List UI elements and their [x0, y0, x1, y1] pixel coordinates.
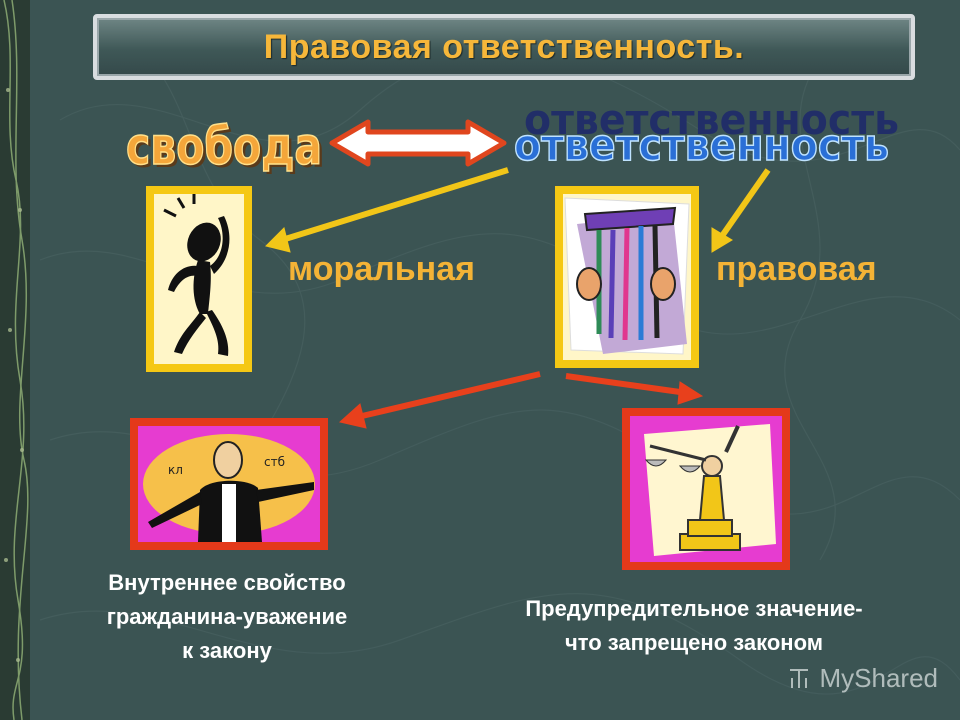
moral-figure-frame	[146, 186, 252, 372]
side-decoration-strip	[0, 0, 30, 720]
prison-bars-clipart	[564, 197, 690, 355]
justice-frame	[622, 408, 790, 570]
watermark: MyShared	[784, 663, 939, 694]
svg-text:стб: стб	[264, 455, 285, 469]
svg-text:ответственность: ответственность	[514, 120, 889, 170]
svg-text:свобода: свобода	[126, 117, 322, 177]
label-moral: моральная	[288, 250, 475, 288]
watermark-text: MyShared	[819, 663, 939, 693]
caption-right-line-2: что запрещено законом	[564, 630, 824, 655]
svg-text:ответственность: ответственность	[524, 100, 899, 144]
caption-right: Предупредительное значение- что запрещен…	[478, 592, 910, 660]
caption-left-line-3: к закону	[182, 638, 272, 663]
slide-title: Правовая ответственность.	[263, 28, 745, 66]
double-arrow-icon	[329, 119, 507, 167]
lawyer-clipart: кл стб	[143, 434, 315, 542]
confused-man-clipart	[163, 194, 230, 356]
word-freedom: свобода свобода	[125, 116, 325, 178]
caption-left-line-2: гражданина-уважение	[106, 604, 348, 629]
myshared-logo-icon	[789, 668, 808, 688]
caption-left-line-1: Внутреннее свойство	[108, 570, 346, 595]
lady-justice-clipart	[644, 424, 776, 556]
word-responsibility: ответственность ответственность	[513, 100, 899, 170]
svg-text:кл: кл	[168, 463, 183, 477]
legal-figure-frame	[555, 186, 699, 368]
caption-right-line-1: Предупредительное значение-	[525, 596, 863, 621]
label-legal: правовая	[716, 250, 877, 288]
lawyer-frame: кл стб	[130, 418, 328, 550]
caption-left: Внутреннее свойство гражданина-уважение …	[62, 566, 392, 668]
title-box	[93, 14, 915, 80]
